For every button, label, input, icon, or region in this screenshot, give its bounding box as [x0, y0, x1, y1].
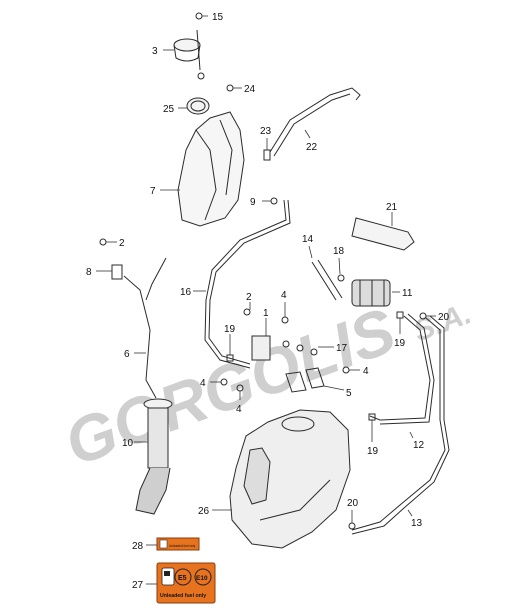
part-20-clamp-top: [419, 312, 436, 320]
callout-5: 5: [346, 388, 352, 399]
part-24-screw: [226, 84, 242, 92]
part-21-bracket: [351, 212, 415, 251]
callout-19-left: 19: [224, 324, 236, 335]
part-19-clamp: [226, 311, 404, 442]
callout-24: 24: [244, 84, 256, 95]
callout-4-left: 4: [200, 378, 206, 389]
part-7-filler-housing: [160, 111, 245, 227]
callout-20-bottom: 20: [347, 498, 359, 509]
part-22-breather-hose: [269, 87, 361, 157]
part-12-hose: [369, 313, 435, 439]
callout-23: 23: [260, 126, 272, 137]
callout-7: 7: [150, 186, 156, 197]
part-15-screw: [195, 12, 208, 20]
callout-3: 3: [152, 46, 158, 57]
part-8-clip: [96, 264, 123, 280]
part-18-screw: [337, 257, 345, 282]
part-10-fuel-pump: [134, 398, 173, 515]
callout-22: 22: [306, 142, 318, 153]
part-28-sticker: Unleaded fuel only: [146, 537, 200, 551]
watermark-brand: GORGOLIS: [56, 294, 405, 480]
callout-16: 16: [180, 287, 192, 298]
callout-6: 6: [124, 349, 130, 360]
callout-19-right: 19: [394, 338, 406, 349]
callout-25: 25: [163, 104, 175, 115]
callout-21: 21: [386, 202, 398, 213]
callout-12: 12: [413, 440, 425, 451]
callout-numbers: 15 3 24 25 23 22 7 9 21 2 8 14 18 16 11 …: [86, 12, 450, 591]
small-sticker-text: Unleaded fuel only: [169, 544, 196, 548]
callout-28: 28: [132, 541, 144, 552]
fuel-label-text: Unleaded fuel only: [160, 593, 206, 599]
callout-8: 8: [86, 267, 92, 278]
callout-17: 17: [336, 343, 348, 354]
callout-4-right: 4: [363, 366, 369, 377]
callout-1: 1: [263, 308, 269, 319]
callout-10: 10: [122, 438, 134, 449]
part-6-hose: [123, 257, 167, 399]
callout-27: 27: [132, 580, 144, 591]
part-4-bolts: [210, 302, 360, 400]
callout-2-center: 2: [246, 292, 252, 303]
part-17-fittings: [282, 340, 334, 356]
fuel-label-e10: E10: [196, 575, 208, 582]
part-13-hose: [351, 315, 450, 535]
callout-13: 13: [411, 518, 423, 529]
part-3-fuel-cap: [163, 29, 205, 80]
part-25-filler-ring: [178, 97, 210, 115]
part-23-clip: [263, 138, 271, 161]
part-1-sender: [251, 318, 271, 361]
part-16-fuel-hose: [193, 199, 291, 369]
callout-4-top: 4: [281, 290, 287, 301]
callout-15: 15: [212, 12, 224, 23]
callout-18: 18: [333, 246, 345, 257]
part-9-screw: [262, 197, 278, 205]
callout-4-bottom: 4: [236, 404, 242, 415]
callout-20-top: 20: [438, 312, 450, 323]
part-20-clamp-bottom: [348, 510, 356, 530]
part-2-screw: [99, 238, 251, 316]
callout-9: 9: [250, 197, 256, 208]
callout-2-left: 2: [119, 238, 125, 249]
callout-11: 11: [402, 288, 413, 299]
part-27-fuel-label: E5 E10 Unleaded fuel only: [146, 562, 216, 604]
callout-26: 26: [198, 506, 210, 517]
part-11-fuel-filter: [351, 279, 400, 307]
fuel-label-e5: E5: [178, 575, 187, 582]
part-5-brackets: [285, 367, 345, 393]
callout-14: 14: [302, 234, 314, 245]
part-14-hose: [308, 245, 343, 301]
part-26-fuel-tank: [212, 409, 351, 549]
callout-19-bottom: 19: [367, 446, 379, 457]
